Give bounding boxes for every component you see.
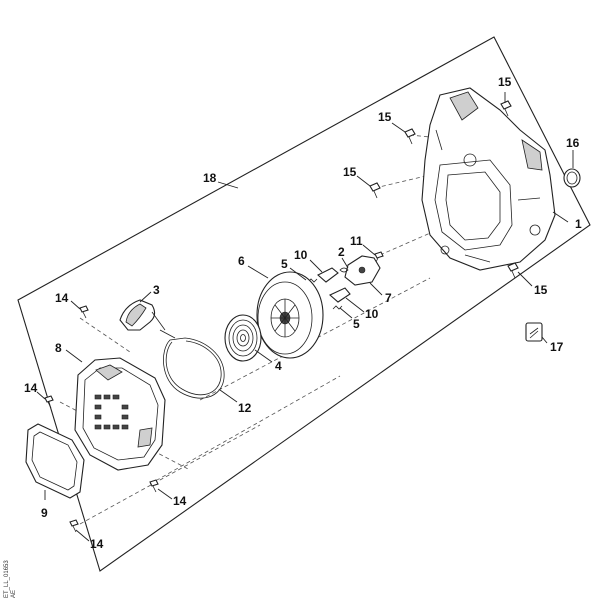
starter-grip-part-3 bbox=[119, 299, 166, 331]
spring-5-lower bbox=[332, 305, 343, 310]
callout-18: 18 bbox=[203, 171, 217, 185]
callout-15-a: 15 bbox=[498, 75, 512, 89]
callout-5-upper: 5 bbox=[281, 257, 288, 271]
callout-labels: 1 2 3 4 5 5 6 7 8 9 10 10 11 12 14 14 14… bbox=[24, 75, 582, 551]
label-part-17 bbox=[525, 322, 543, 342]
screw-15-a bbox=[500, 100, 512, 117]
callout-14-b: 14 bbox=[24, 381, 38, 395]
callout-15-b: 15 bbox=[378, 110, 392, 124]
callout-6: 6 bbox=[238, 254, 245, 268]
drawing-code: ET_LL_01653 AE bbox=[4, 560, 17, 598]
callout-15-c: 15 bbox=[343, 165, 357, 179]
callout-9: 9 bbox=[41, 506, 48, 520]
cover-vent-slots bbox=[94, 394, 129, 430]
screw-14-c bbox=[149, 479, 159, 493]
screw-14-a bbox=[79, 305, 89, 319]
screw-15-d bbox=[507, 262, 519, 279]
callout-10-lower: 10 bbox=[365, 307, 379, 321]
starter-cover-part-8 bbox=[74, 357, 166, 471]
callout-10-upper: 10 bbox=[294, 248, 308, 262]
callout-2: 2 bbox=[338, 245, 345, 259]
callout-5-lower: 5 bbox=[353, 317, 360, 331]
callout-7: 7 bbox=[385, 291, 392, 305]
rewind-spring-part-4 bbox=[224, 314, 262, 362]
callout-15-d: 15 bbox=[534, 283, 548, 297]
leader-lines bbox=[36, 92, 574, 542]
callout-4: 4 bbox=[275, 359, 282, 373]
callout-11: 11 bbox=[350, 234, 363, 248]
ring-part-16 bbox=[563, 168, 581, 188]
rope-rotor-part-6 bbox=[256, 271, 324, 359]
starter-rope-part-12 bbox=[159, 329, 225, 399]
callout-12: 12 bbox=[238, 401, 252, 415]
fan-housing-part bbox=[421, 87, 556, 271]
callout-1: 1 bbox=[575, 217, 582, 231]
callout-17: 17 bbox=[550, 340, 564, 354]
callout-16: 16 bbox=[566, 136, 580, 150]
drawing-code-line1: ET_LL_01653 bbox=[4, 560, 10, 598]
screw-15-b bbox=[404, 128, 416, 145]
callout-14-d: 14 bbox=[90, 537, 104, 551]
callout-14-c: 14 bbox=[173, 494, 187, 508]
pawl-10-lower bbox=[329, 287, 351, 303]
pawl-10-upper bbox=[317, 267, 339, 283]
gasket-part-9 bbox=[25, 423, 85, 499]
callout-14-a: 14 bbox=[55, 291, 69, 305]
screw-15-c bbox=[369, 182, 381, 199]
callout-3: 3 bbox=[153, 283, 160, 297]
drawing-code-line2: AE bbox=[11, 590, 17, 598]
callout-8: 8 bbox=[55, 341, 62, 355]
screw-14-d bbox=[69, 519, 79, 533]
screw-14-b bbox=[44, 395, 54, 409]
spring-part-2 bbox=[339, 267, 349, 273]
carrier-part-7 bbox=[344, 255, 381, 286]
